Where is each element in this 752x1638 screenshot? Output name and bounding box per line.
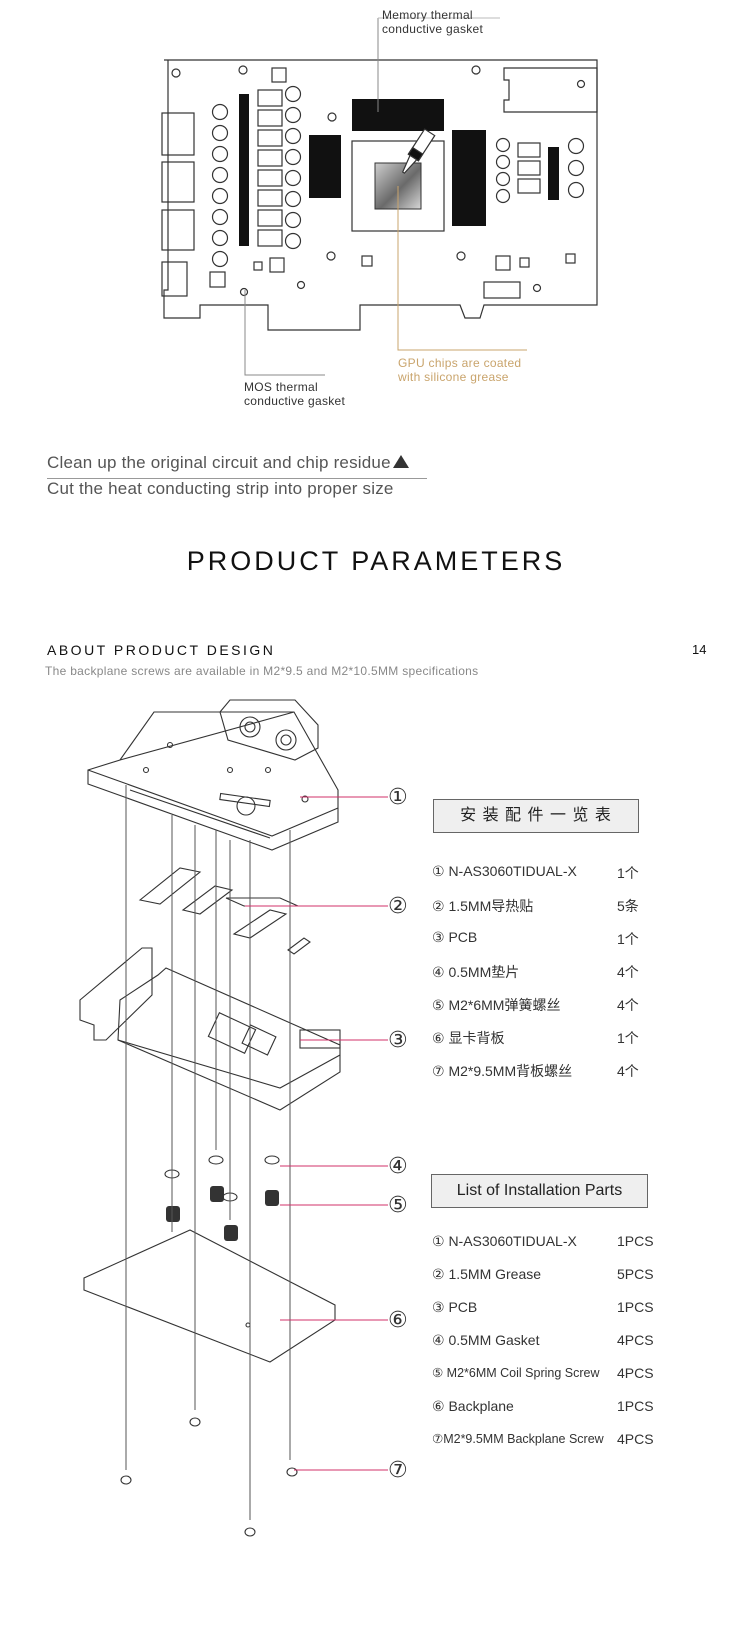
parts-en-item-qty: 4PCS (617, 1431, 654, 1447)
triangle-up-icon (392, 455, 409, 468)
parts-en-item-name: ⑤ M2*6MM Coil Spring Screw (432, 1366, 600, 1380)
memory-gasket-label: Memory thermal conductive gasket (382, 8, 483, 36)
exploded-marker-6: ⑥ (388, 1307, 408, 1332)
parts-en-item-qty: 4PCS (617, 1365, 654, 1381)
gpu-grease-label-line1: GPU chips are coated (398, 356, 522, 370)
parts-cn-item-name: ④ 0.5MM垫片 (432, 964, 520, 980)
parts-cn-item-name: ⑦ M2*9.5MM背板螺丝 (432, 1063, 573, 1079)
parts-en-item-qty: 1PCS (617, 1398, 654, 1414)
gpu-grease-label-line2: with silicone grease (398, 370, 509, 384)
memory-gasket-label-line1: Memory thermal (382, 8, 473, 22)
step-divider (47, 478, 427, 479)
parts-en-item-qty: 5PCS (617, 1266, 654, 1282)
parts-cn-item-qty: 1个 (617, 931, 639, 947)
mos-gasket-label-line2: conductive gasket (244, 394, 346, 408)
step-line-2: Cut the heat conducting strip into prope… (47, 479, 394, 498)
parts-en-item-qty: 4PCS (617, 1332, 654, 1348)
step-line-1-text: Clean up the original circuit and chip r… (47, 453, 391, 472)
exploded-marker-2: ② (388, 893, 408, 918)
exploded-marker-1: ① (388, 784, 408, 809)
parts-en-item-name: ② 1.5MM Grease (432, 1266, 542, 1282)
page-number: 14 (692, 642, 707, 657)
section-title: PRODUCT PARAMETERS (186, 546, 566, 576)
parts-cn-item-name: ② 1.5MM导热贴 (432, 898, 534, 914)
parts-en-item-qty: 1PCS (617, 1233, 654, 1249)
parts-cn-item-name: ⑥ 显卡背板 (432, 1030, 505, 1046)
parts-cn-item-name: ① N-AS3060TIDUAL-X (432, 863, 577, 879)
mos-gasket-label-line1: MOS thermal (244, 380, 318, 394)
parts-cn-item-qty: 1个 (617, 865, 639, 881)
parts-en-item-name: ③ PCB (432, 1299, 478, 1315)
design-subtitle: The backplane screws are available in M2… (45, 664, 479, 678)
design-title: ABOUT PRODUCT DESIGN (47, 642, 276, 658)
exploded-marker-7: ⑦ (388, 1457, 408, 1482)
parts-cn-item-qty: 1个 (617, 1030, 639, 1046)
parts-cn-item-qty: 4个 (617, 964, 639, 980)
parts-en-title: List of Installation Parts (431, 1174, 648, 1208)
parts-en-item-qty: 1PCS (617, 1299, 654, 1315)
parts-en-item-name: ⑥ Backplane (432, 1398, 514, 1414)
parts-en-item-name: ④ 0.5MM Gasket (432, 1332, 540, 1348)
parts-cn-item-name: ⑤ M2*6MM弹簧螺丝 (432, 997, 561, 1013)
gpu-grease-label: GPU chips are coated with silicone greas… (398, 356, 521, 384)
parts-cn-item-qty: 4个 (617, 1063, 639, 1079)
exploded-marker-4: ④ (388, 1153, 408, 1178)
exploded-marker-3: ③ (388, 1027, 408, 1052)
parts-en-item-name: ① N-AS3060TIDUAL-X (432, 1233, 577, 1249)
exploded-marker-5: ⑤ (388, 1192, 408, 1217)
mos-gasket-label: MOS thermal conductive gasket (244, 380, 345, 408)
parts-cn-item-qty: 4个 (617, 997, 639, 1013)
parts-cn-title: 安 装 配 件 一 览 表 (433, 799, 639, 833)
memory-gasket-label-line2: conductive gasket (382, 22, 484, 36)
parts-en-item-name: ⑦M2*9.5MM Backplane Screw (432, 1432, 604, 1446)
parts-cn-item-qty: 5条 (617, 898, 639, 914)
pcb-diagram-drawing (161, 17, 598, 376)
step-line-1: Clean up the original circuit and chip r… (47, 453, 409, 473)
parts-cn-item-name: ③ PCB (432, 929, 478, 945)
